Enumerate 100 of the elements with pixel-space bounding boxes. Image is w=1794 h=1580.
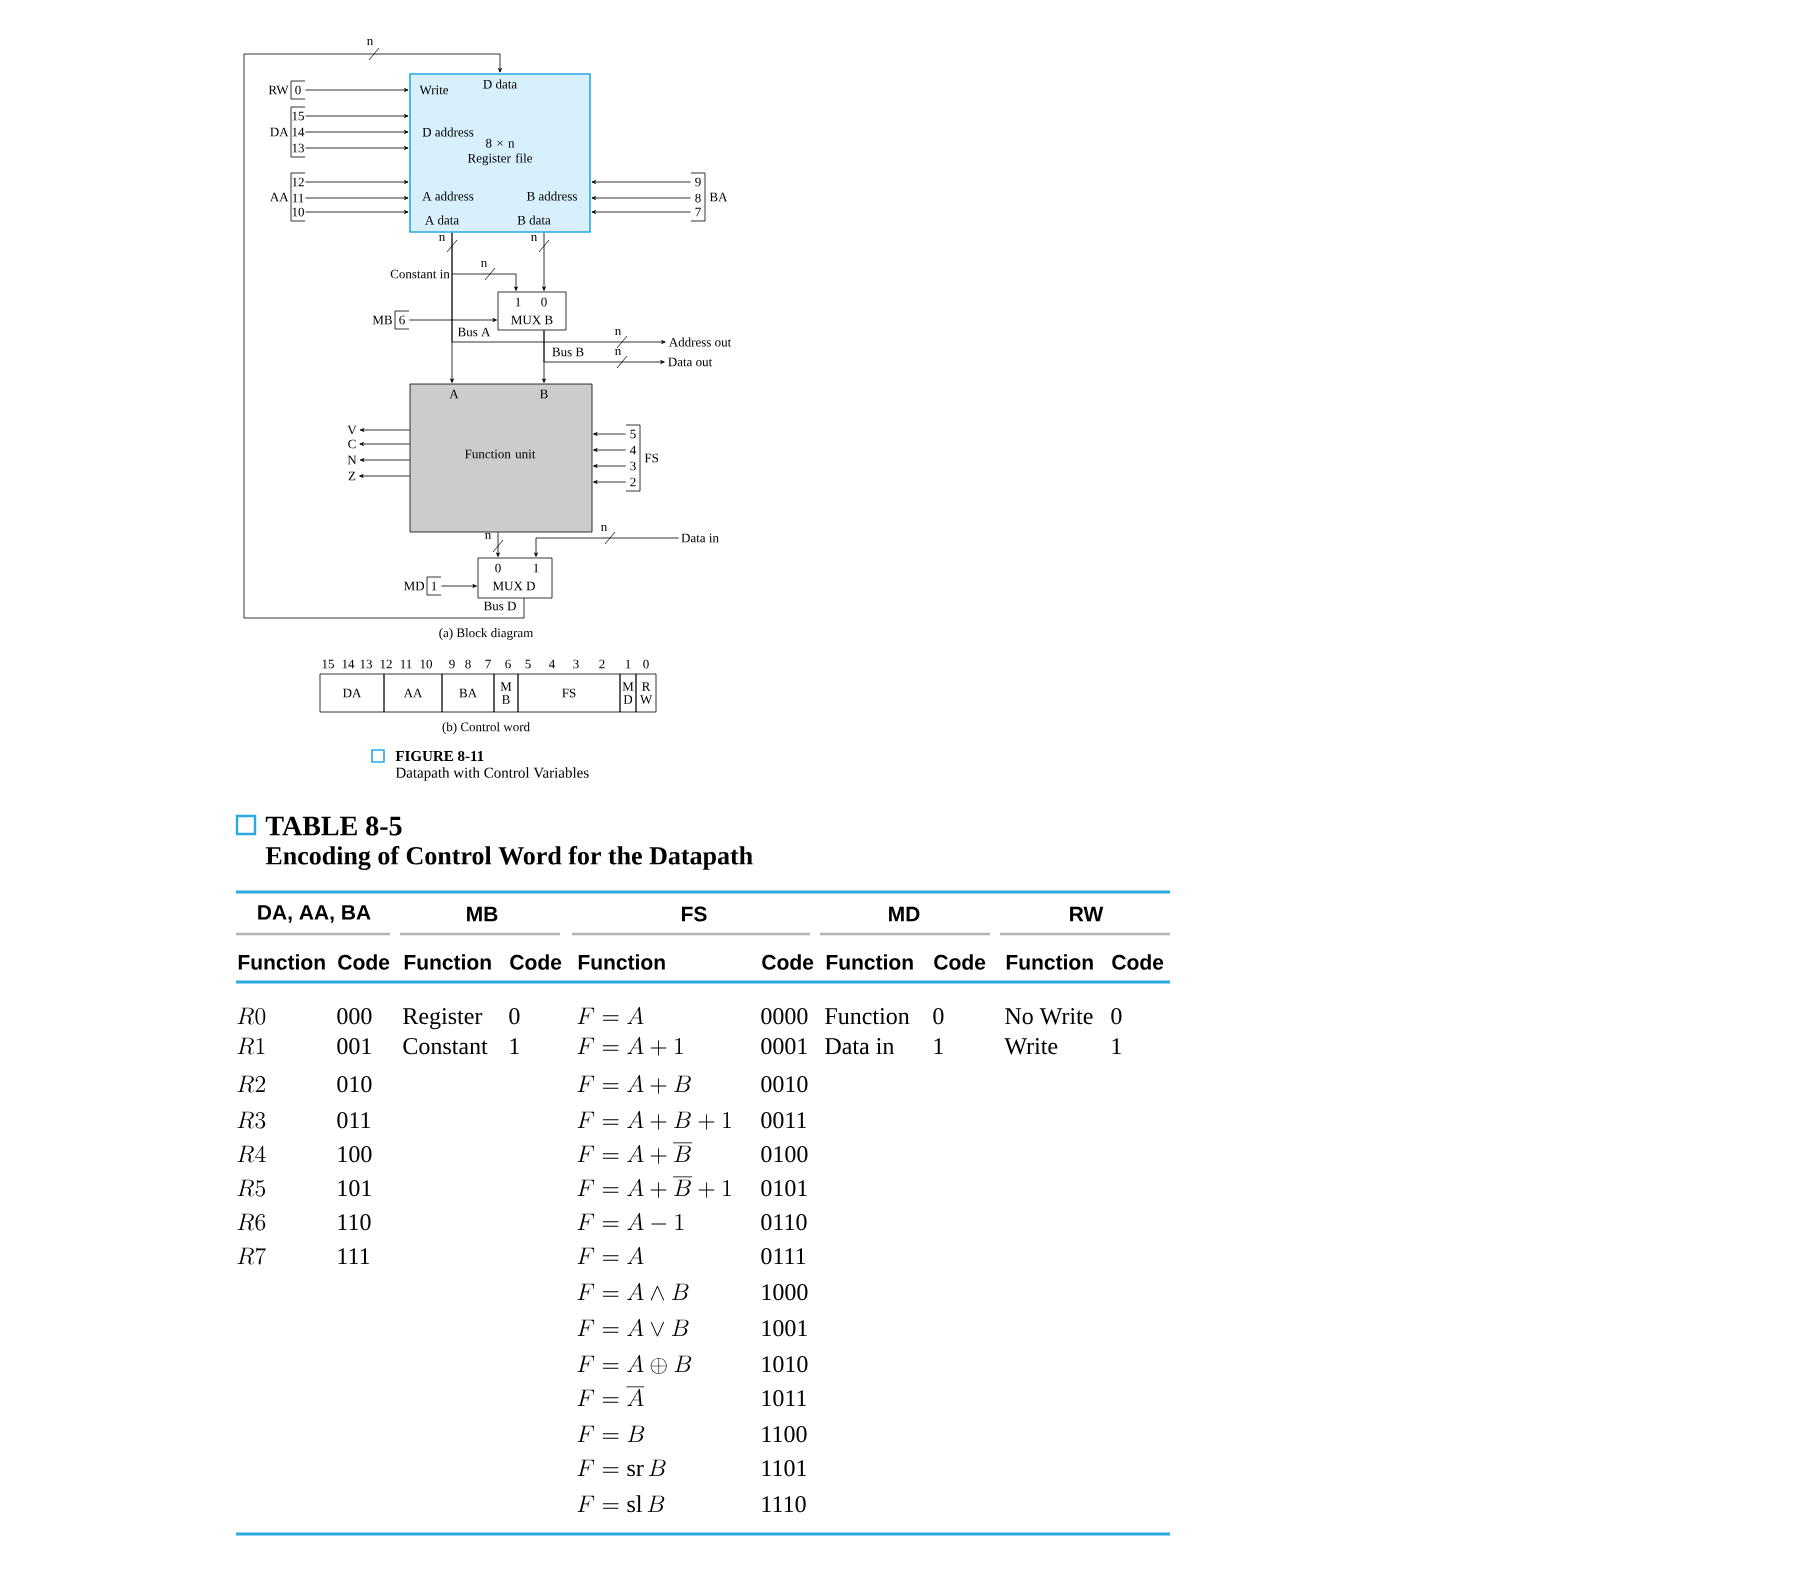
arrow [305, 88, 409, 92]
table-header: Code [934, 954, 986, 970]
table-cell: $F = B$ [577, 1425, 645, 1442]
table-cell: $F = A + 1$ [577, 1036, 683, 1056]
table-cell: 011 [337, 1112, 371, 1129]
arrow [593, 464, 626, 468]
table-header: FS [682, 906, 707, 922]
table-cell: 1011 [762, 1390, 807, 1407]
table-cell: $F = A \wedge B$ [577, 1282, 689, 1301]
table-cell: 110 [338, 1214, 371, 1231]
arrow [409, 318, 497, 322]
arrow [451, 273, 518, 291]
table-cell: 0111 [761, 1248, 806, 1265]
arrow [243, 53, 525, 619]
table-header: Code [762, 954, 814, 970]
table-header: Code [1112, 954, 1164, 970]
arrow [305, 146, 409, 150]
table-cell: 0000 [761, 1008, 808, 1025]
table-cell: $F = A$ [577, 1246, 644, 1264]
table-header: Code [510, 954, 562, 970]
table-cell: $R2$ [237, 1075, 266, 1093]
table-cell: 001 [337, 1038, 371, 1055]
table-cell: Function [825, 1008, 910, 1025]
arrow [543, 330, 665, 364]
table-header: Code [338, 954, 390, 970]
arrow [593, 480, 626, 484]
table-cell: $R4$ [237, 1145, 266, 1163]
table-cell: 1 [510, 1038, 519, 1054]
arrow [359, 442, 410, 446]
arrow [593, 448, 626, 452]
table-cell: $F = A \vee B$ [577, 1318, 689, 1337]
table-cell: $R0$ [237, 1007, 266, 1025]
arrow [542, 232, 546, 291]
arrow [305, 180, 409, 184]
table-cell: $F = A + B$ [577, 1074, 691, 1094]
table-cell: Register [403, 1008, 483, 1030]
table-cell: 010 [337, 1076, 372, 1093]
table-cell: 0011 [761, 1112, 807, 1129]
table-cell: 0101 [761, 1180, 807, 1197]
table-cell: 0 [509, 1008, 520, 1025]
table-cell: $R5$ [237, 1179, 266, 1197]
arrow [305, 130, 409, 134]
table-header: Function [238, 954, 325, 970]
table-cell: 1 [1112, 1038, 1121, 1054]
table-cell: $F = A + \overline{B}$ [577, 1142, 693, 1164]
table-cell: $F = \overline{A}$ [577, 1386, 645, 1406]
table-header: MD [889, 906, 920, 922]
arrow [591, 196, 691, 200]
table-cell: 1001 [762, 1320, 807, 1337]
table-header: Function [826, 954, 913, 970]
arrow [593, 432, 626, 436]
table-header: Function [1006, 954, 1093, 970]
table-cell: $F = A + \overline{B} + 1$ [577, 1176, 731, 1198]
table-cell: 0 [1111, 1008, 1122, 1025]
table-cell: 1110 [762, 1496, 806, 1513]
table-cell: Write [1004, 1038, 1058, 1055]
table-header: DA, AA, BA [258, 905, 371, 923]
table-cell: $F = A - 1$ [577, 1212, 684, 1230]
arrow [359, 428, 410, 432]
arrow [441, 584, 477, 588]
table-header: MB [467, 906, 498, 922]
arrow [305, 210, 409, 214]
table-cell: 1101 [762, 1460, 807, 1477]
table-cell: 0001 [761, 1038, 807, 1055]
table-cell: 0010 [761, 1076, 808, 1093]
table-cell: 100 [338, 1146, 372, 1163]
table-cell: $F = \mathrm{sl}\, B$ [577, 1495, 665, 1513]
table-cell: $F = A + B + 1$ [577, 1110, 731, 1130]
table-cell: $F = A$ [577, 1006, 644, 1024]
table-cell: 1010 [762, 1356, 808, 1373]
table-header: Function [578, 954, 665, 970]
table-cell: $R1$ [237, 1037, 265, 1055]
arrow [496, 532, 500, 557]
table-cell: $F = A \oplus B$ [577, 1354, 692, 1374]
table-cell: $F = \mathrm{sr}\, B$ [577, 1459, 666, 1477]
table-cell: 1100 [762, 1426, 807, 1443]
table-cell: No Write [1005, 1008, 1093, 1025]
arrow [534, 537, 680, 557]
arrow [305, 196, 409, 200]
table-title: TABLE 8-5 [265, 816, 402, 836]
table-cell: Data in [825, 1038, 895, 1055]
table-title: Encoding of Control Word for the Datapath [265, 846, 753, 871]
table-cell: 000 [337, 1008, 372, 1025]
table-cell: $R7$ [237, 1247, 266, 1265]
table-cell: 111 [338, 1248, 370, 1264]
table-cell: 0100 [761, 1146, 808, 1163]
table-cell: 0 [933, 1008, 944, 1025]
table-cell: $R6$ [237, 1213, 266, 1231]
arrow [359, 458, 410, 462]
arrow [591, 210, 691, 214]
arrow [359, 474, 410, 478]
table-cell: Constant [403, 1038, 488, 1055]
table-cell: 1 [934, 1038, 943, 1054]
table-header: RW [1070, 906, 1104, 922]
table-cell: 101 [338, 1180, 371, 1197]
arrow [451, 232, 666, 344]
arrow [591, 180, 691, 184]
table-cell: 1000 [762, 1284, 808, 1301]
table-cell: 0110 [761, 1214, 807, 1231]
arrow [305, 114, 409, 118]
